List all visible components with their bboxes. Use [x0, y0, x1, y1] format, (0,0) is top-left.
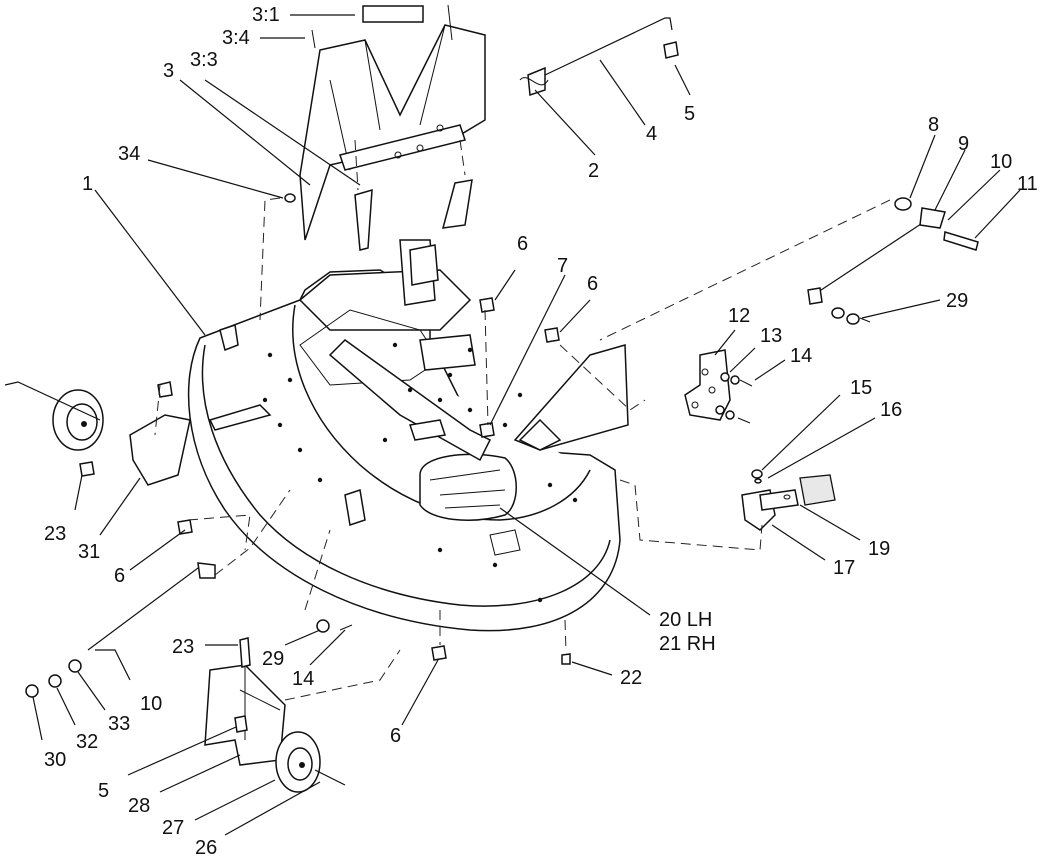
label-23-lower: 23 — [172, 636, 194, 658]
label-20-lh: 20 LH — [659, 609, 712, 631]
label-30: 30 — [44, 749, 66, 771]
label-10-lower: 10 — [140, 693, 162, 715]
label-6-right: 6 — [587, 273, 598, 295]
lower-rod-10 — [25, 562, 216, 698]
label-6-center: 6 — [517, 233, 528, 255]
label-4: 4 — [646, 123, 657, 145]
discharge-chute — [299, 5, 486, 251]
left-caster — [4, 381, 193, 535]
label-33: 33 — [108, 713, 130, 735]
label-22: 22 — [620, 667, 642, 689]
label-9: 9 — [958, 133, 969, 155]
label-12: 12 — [728, 305, 750, 327]
label-21-rh: 21 RH — [659, 633, 716, 655]
label-5-top: 5 — [684, 103, 695, 125]
front-caster — [204, 619, 353, 793]
label-29-right: 29 — [946, 290, 968, 312]
label-23-left: 23 — [44, 523, 66, 545]
label-17: 17 — [833, 557, 855, 579]
label-15: 15 — [850, 377, 872, 399]
deck-holes — [262, 342, 578, 603]
label-10-right: 10 — [990, 151, 1012, 173]
label-3-1: 3:1 — [252, 4, 280, 26]
valve-assembly — [741, 469, 836, 531]
label-29-lower: 29 — [262, 648, 284, 670]
center-lines — [154, 139, 891, 701]
label-2: 2 — [588, 160, 599, 182]
label-1: 1 — [82, 173, 93, 195]
label-3: 3 — [163, 60, 174, 82]
label-27: 27 — [162, 817, 184, 839]
misc-fasteners — [284, 4, 571, 665]
label-28: 28 — [128, 795, 150, 817]
label-8: 8 — [928, 114, 939, 136]
label-13: 13 — [760, 325, 782, 347]
part-labels: 3:1 3:4 3:3 3 34 1 2 4 5 8 9 10 11 6 7 6… — [44, 4, 1038, 859]
label-26: 26 — [195, 837, 217, 859]
right-linkage — [807, 197, 979, 325]
label-19: 19 — [868, 538, 890, 560]
label-6-bottom: 6 — [390, 725, 401, 747]
leader-lines — [32, 14, 1021, 836]
bracket-12 — [684, 349, 753, 424]
label-11: 11 — [1017, 173, 1038, 195]
label-32: 32 — [76, 731, 98, 753]
label-3-3: 3:3 — [190, 49, 218, 71]
label-7: 7 — [557, 255, 568, 277]
label-3-4: 3:4 — [222, 27, 250, 49]
label-14-right: 14 — [790, 345, 812, 367]
label-34: 34 — [118, 143, 140, 165]
label-31: 31 — [78, 541, 100, 563]
label-14-lower: 14 — [292, 668, 314, 690]
label-16: 16 — [880, 399, 902, 421]
deck-shell — [187, 239, 629, 632]
label-6-left: 6 — [114, 565, 125, 587]
label-5-lower: 5 — [98, 780, 109, 802]
chute-rod-and-spring — [519, 17, 679, 97]
